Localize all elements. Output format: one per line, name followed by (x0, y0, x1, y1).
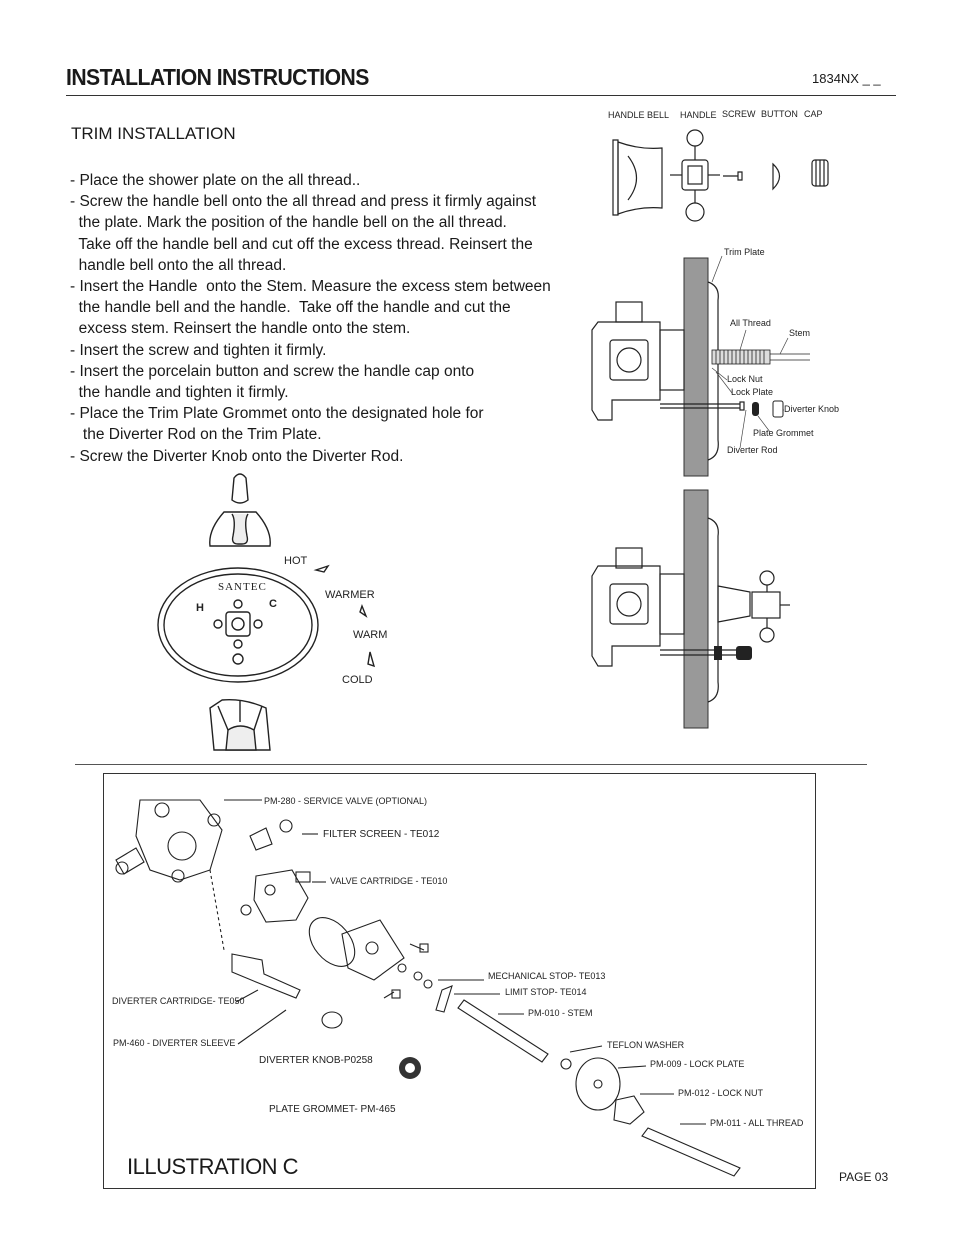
illustration-frame (103, 773, 816, 1189)
step-line: - Place the Trim Plate Grommet onto the … (70, 405, 484, 423)
part-mechanical-stop: MECHANICAL STOP- TE013 (488, 971, 606, 981)
step-line: - Insert the screw and tighten it firmly… (70, 341, 327, 359)
illustration-title: ILLUSTRATION C (127, 1154, 299, 1179)
part-teflon-washer: TEFLON WASHER (607, 1040, 685, 1050)
label-cap: CAP (804, 109, 823, 119)
label-handle: HANDLE (680, 110, 717, 120)
section-divider (75, 764, 867, 765)
step-line: - Screw the handle bell onto the all thr… (70, 193, 537, 211)
step-line: - Insert the Handle onto the Stem. Measu… (70, 278, 551, 296)
step-line: the plate. Mark the position of the hand… (70, 214, 507, 232)
label-diverter-rod: Diverter Rod (727, 445, 778, 455)
page-number: PAGE 03 (839, 1170, 889, 1184)
instruction-steps: - Place the shower plate on the all thre… (70, 170, 570, 467)
part-diverter-knob: DIVERTER KNOB-P0258 (259, 1055, 373, 1066)
part-diverter-sleeve: PM-460 - DIVERTER SLEEVE (113, 1038, 236, 1048)
label-h: H (196, 602, 204, 614)
part-valve-cartridge: VALVE CARTRIDGE - TE010 (330, 876, 448, 886)
part-lock-plate: PM-009 - LOCK PLATE (650, 1059, 745, 1069)
step-line: excess stem. Reinsert the handle onto th… (70, 320, 411, 338)
section-title: TRIM INSTALLATION (71, 124, 236, 143)
model-number: 1834NX _ _ (812, 71, 881, 86)
label-stem: Stem (789, 328, 811, 338)
label-hot: HOT (284, 555, 308, 567)
label-warm: WARM (353, 629, 388, 641)
label-screw: SCREW (722, 109, 756, 119)
label-all-thread: All Thread (730, 318, 771, 328)
part-diverter-cartridge: DIVERTER CARTRIDGE- TE050 (112, 996, 245, 1006)
label-diverter-knob: Diverter Knob (784, 404, 840, 414)
part-plate-grommet: PLATE GROMMET- PM-465 (269, 1104, 396, 1115)
part-service-valve: PM-280 - SERVICE VALVE (OPTIONAL) (264, 796, 428, 806)
step-line: the handle and tighten it firmly. (70, 384, 289, 402)
step-line: handle bell onto the all thread. (70, 256, 287, 274)
step-line: the handle bell and the handle. Take off… (70, 299, 511, 317)
page-title: INSTALLATION INSTRUCTIONS (66, 64, 369, 90)
part-all-thread: PM-011 - ALL THREAD (710, 1118, 804, 1128)
header-divider (66, 95, 896, 96)
step-line: - Screw the Diverter Knob onto the Diver… (70, 447, 404, 465)
label-trim-plate: Trim Plate (724, 247, 765, 257)
label-plate-grommet: Plate Grommet (753, 428, 814, 438)
brand-logo-text: SANTEC (218, 581, 267, 593)
part-filter-screen: FILTER SCREEN - TE012 (323, 829, 440, 840)
label-button: BUTTON (761, 109, 798, 119)
step-line: Take off the handle bell and cut off the… (70, 235, 533, 253)
part-limit-stop: LIMIT STOP- TE014 (505, 987, 587, 997)
part-lock-nut: PM-012 - LOCK NUT (678, 1088, 764, 1098)
label-lock-nut: Lock Nut (727, 374, 763, 384)
step-line: - Insert the porcelain button and screw … (70, 362, 475, 380)
part-stem: PM-010 - STEM (528, 1008, 593, 1018)
step-line: - Place the shower plate on the all thre… (70, 172, 361, 189)
label-cold: COLD (342, 674, 373, 686)
label-c: C (269, 598, 277, 610)
label-lock-plate: Lock Plate (731, 387, 774, 397)
step-line: the Diverter Rod on the Trim Plate. (70, 426, 322, 444)
label-warmer: WARMER (325, 589, 375, 601)
label-handle-bell: HANDLE BELL (608, 110, 670, 120)
